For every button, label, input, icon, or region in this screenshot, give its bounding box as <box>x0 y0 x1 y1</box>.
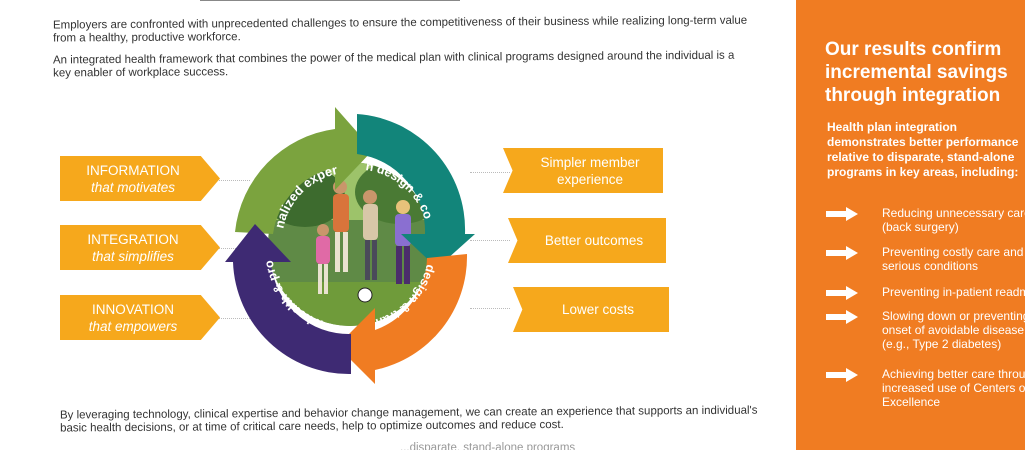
tag-subtitle: that empowers <box>88 318 178 334</box>
population-health-arrow <box>225 224 351 375</box>
right-arrow-icon <box>826 286 858 300</box>
right-arrow-icon <box>826 310 858 324</box>
list-item: Preventing in-patient readmissions <box>826 285 1025 300</box>
document-page: Employers are confronted with unpreceden… <box>0 0 812 450</box>
network-design-arrow <box>337 254 468 384</box>
list-item: Preventing costly care and serious condi… <box>826 245 1025 273</box>
connector-line <box>470 240 510 241</box>
tag-better-outcomes: Better outcomes <box>508 218 666 263</box>
tag-label: Better outcomes <box>544 233 644 248</box>
intro-paragraph-1: Employers are confronted with unpreceden… <box>52 14 748 45</box>
connector-line <box>470 172 510 173</box>
right-arrow-icon <box>826 246 858 260</box>
sidebar-list: Reducing unnecessary care (back surgery)… <box>796 0 1025 450</box>
results-sidebar: Our results confirm incremental savings … <box>796 0 1025 450</box>
tag-title: INFORMATION <box>86 162 180 178</box>
list-item: Reducing unnecessary care (back surgery) <box>826 206 1025 234</box>
list-item-text: Preventing in-patient readmissions <box>882 285 1025 299</box>
list-item-text: Preventing costly care and serious condi… <box>882 245 1024 273</box>
tag-information: INFORMATION that motivates <box>60 156 220 201</box>
connector-line <box>205 318 250 319</box>
tag-title: INNOVATION <box>91 301 174 317</box>
list-item: Achieving better care through increased … <box>826 367 1025 409</box>
intro-paragraph-2: An integrated health framework that comb… <box>52 49 735 80</box>
list-item-text: Slowing down or preventing onset of avoi… <box>882 309 1025 351</box>
connector-line <box>205 248 250 249</box>
tag-lower-costs: Lower costs <box>513 287 669 332</box>
sidebar-intro: Health plan integration demonstrates bet… <box>827 120 1019 179</box>
tag-label: Simpler member experience <box>540 154 640 187</box>
connector-line <box>205 180 250 181</box>
outro-paragraph: By leveraging technology, clinical exper… <box>59 404 758 435</box>
tag-integration: INTEGRATION that simplifies <box>60 225 220 270</box>
list-item-text: Achieving better care through increased … <box>882 367 1025 409</box>
tag-subtitle: that simplifies <box>92 248 174 264</box>
tag-subtitle: that motivates <box>90 179 176 195</box>
right-arrow-icon <box>826 368 858 382</box>
personalized-experience-arrow <box>235 107 373 234</box>
health-plan-design-arrow <box>357 114 475 268</box>
connector-line <box>470 308 510 309</box>
tag-simpler-member-experience: Simpler member experience <box>503 148 663 193</box>
integration-cycle-diagram: personalized experience Health plan desi… <box>225 102 475 384</box>
top-rule <box>200 0 460 1</box>
right-arrow-icon <box>826 207 858 221</box>
tag-title: INTEGRATION <box>87 231 179 247</box>
list-item-text: Reducing unnecessary care (back surgery) <box>882 206 1025 234</box>
tag-label: Lower costs <box>561 302 635 317</box>
sidebar-title: Our results confirm incremental savings … <box>825 39 1008 106</box>
tag-innovation: INNOVATION that empowers <box>60 295 220 340</box>
list-item: Slowing down or preventing onset of avoi… <box>826 309 1025 351</box>
outro-cutoff-text: ...disparate, stand-alone programs <box>400 442 576 450</box>
